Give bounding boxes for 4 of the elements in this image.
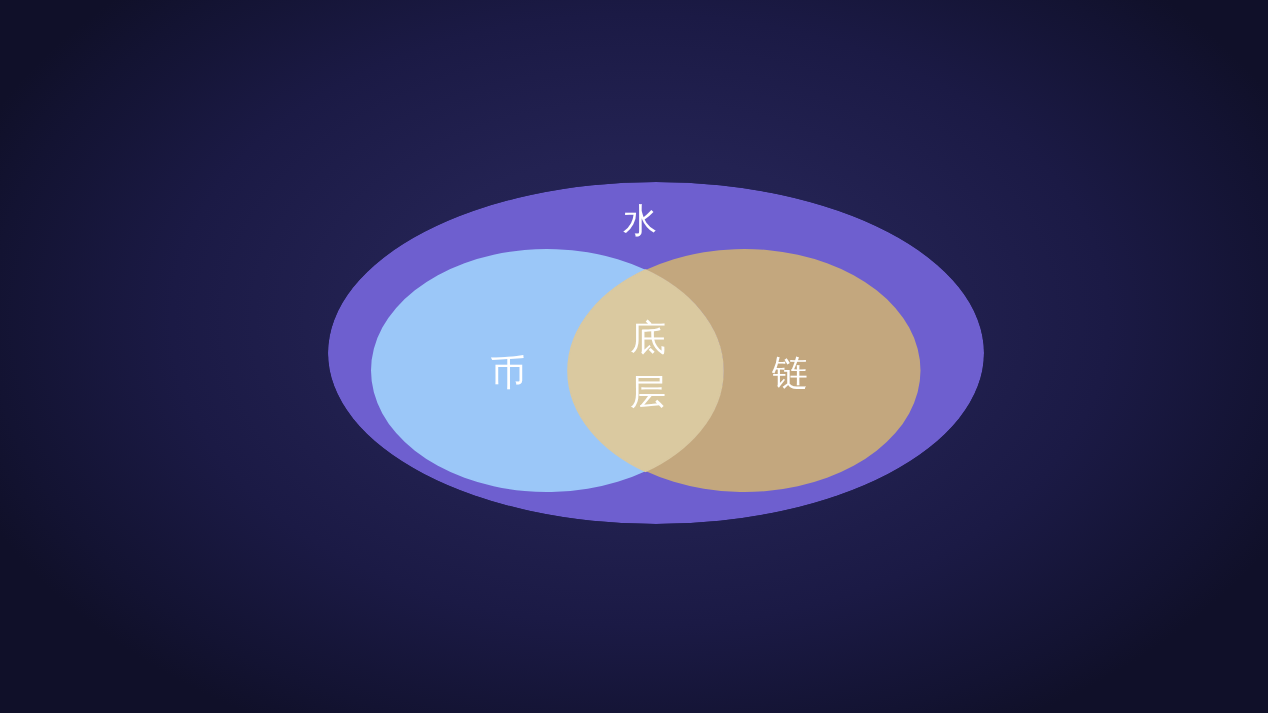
set-label: 链 bbox=[772, 351, 808, 395]
set-label: 水 bbox=[623, 198, 657, 242]
set-label: 底层 bbox=[629, 316, 667, 414]
set-label: 币 bbox=[490, 351, 526, 395]
